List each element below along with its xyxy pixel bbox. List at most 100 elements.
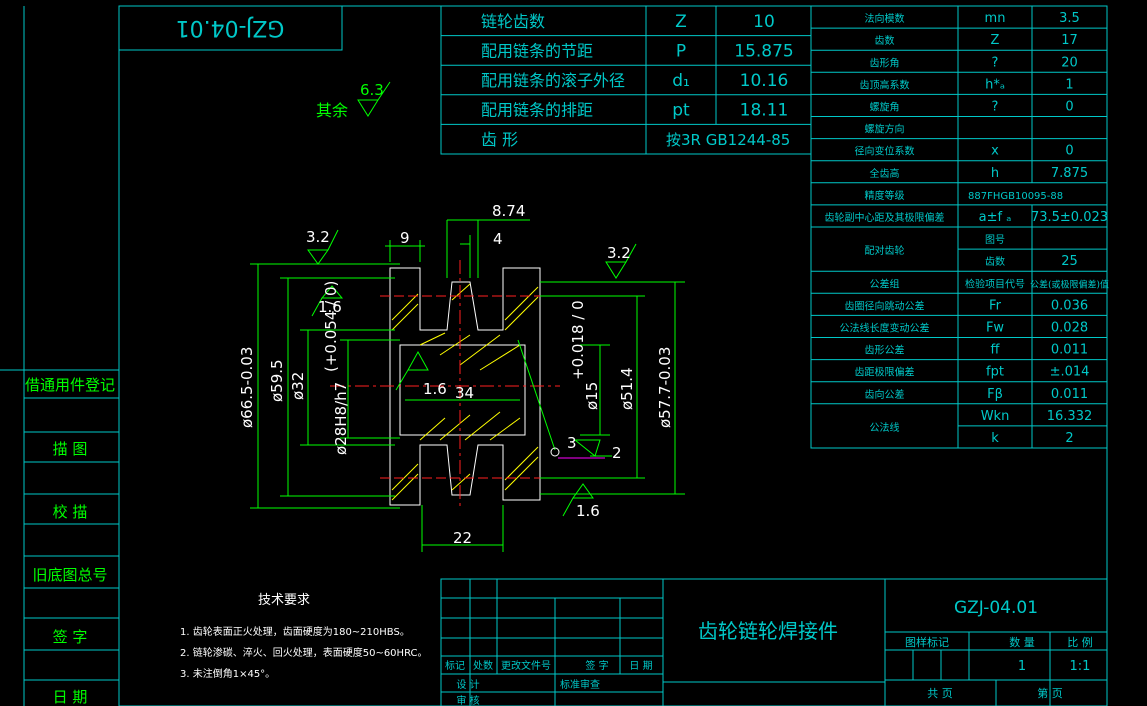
dim-text: 22 bbox=[453, 529, 472, 547]
gear-param-name: 齿形公差 bbox=[865, 344, 905, 357]
sprocket-param-name: 配用链条的排距 bbox=[481, 101, 593, 120]
gear-param-sym: 齿数 bbox=[985, 255, 1005, 268]
tb-qty: 1 bbox=[1018, 659, 1026, 674]
dimension-lines bbox=[250, 219, 685, 552]
tb-row: 审 核 bbox=[456, 694, 479, 706]
gear-param-sym: 图号 bbox=[985, 234, 1005, 246]
gear-param-name: 齿距极限偏差 bbox=[855, 366, 915, 379]
gear-param-name: 配对齿轮 bbox=[865, 244, 905, 257]
dim-text: +0.018 / 0 bbox=[569, 300, 587, 380]
gear-param-name: 精度等级 bbox=[865, 189, 905, 202]
dim-text: ø32 bbox=[289, 372, 307, 400]
gear-param-val: 16.332 bbox=[1047, 409, 1093, 424]
sprocket-param-name: 链轮齿数 bbox=[481, 12, 545, 31]
tb-row: 标准审查 bbox=[560, 678, 600, 691]
dimension-texts: 8.74 9 4 34 22 3.2 3.2 1.6 1.6 1.6 3 2 ø… bbox=[238, 202, 674, 547]
tb-header: 签 字 bbox=[585, 659, 608, 672]
gear-param-sym: Wkn bbox=[981, 409, 1010, 424]
gear-param-val: 20 bbox=[1061, 55, 1078, 70]
gear-param-val: 0 bbox=[1065, 144, 1073, 159]
gear-param-sym: a±f ₐ bbox=[979, 210, 1012, 225]
tb-col: 图样标记 bbox=[905, 635, 949, 649]
gear-param-val: 0.011 bbox=[1051, 387, 1088, 402]
gear-param-val: 25 bbox=[1061, 254, 1078, 269]
title-block bbox=[440, 578, 1108, 706]
dim-text: 4 bbox=[493, 230, 503, 248]
gear-param-val: 73.5±0.023 bbox=[1031, 210, 1108, 225]
sprocket-param-name: 配用链条的滚子外径 bbox=[481, 71, 625, 90]
gear-param-val: 0.028 bbox=[1051, 320, 1088, 335]
surface-note-roughness: 6.3 bbox=[360, 81, 384, 99]
sprocket-param-name: 配用链条的节距 bbox=[481, 41, 593, 60]
gear-param-sym: 检验项目代号 bbox=[965, 277, 1025, 290]
dim-text: 9 bbox=[400, 229, 410, 247]
dim-text: ø66.5-0.03 bbox=[238, 347, 256, 428]
gear-param-name: 法向模数 bbox=[865, 12, 905, 25]
gear-param-sym: x bbox=[991, 144, 999, 159]
dim-text: 1.6 bbox=[423, 380, 447, 398]
sprocket-param-sym: d₁ bbox=[672, 71, 690, 91]
gear-param-name: 螺旋方向 bbox=[865, 123, 905, 136]
tech-req-item: 1. 齿轮表面正火处理，齿面硬度为180~210HBS。 bbox=[180, 625, 410, 638]
sprocket-param-sym: pt bbox=[672, 101, 690, 121]
dim-text: 3.2 bbox=[607, 244, 631, 262]
dim-text: 2 bbox=[612, 444, 622, 462]
gear-param-name: 齿向公差 bbox=[865, 388, 905, 401]
gear-param-sym: ff bbox=[991, 343, 1001, 358]
gear-param-name: 齿顶高系数 bbox=[860, 78, 910, 91]
left-panel-label: 描 图 bbox=[53, 440, 88, 458]
sprocket-param-val: 15.875 bbox=[734, 41, 793, 61]
gear-param-sym: ? bbox=[992, 99, 999, 114]
gear-param-sym: Fβ bbox=[987, 387, 1003, 402]
sprocket-param-val: 18.11 bbox=[740, 101, 789, 121]
gear-param-name: 公差组 bbox=[870, 277, 900, 290]
sprocket-param-sym: 按3R GB1244-85 bbox=[666, 131, 790, 149]
sprocket-param-sym: Z bbox=[675, 12, 687, 32]
gear-param-name: 全齿高 bbox=[870, 167, 900, 180]
gear-param-name: 齿形角 bbox=[870, 57, 900, 69]
left-panel-label: 旧底图总号 bbox=[32, 566, 107, 584]
gear-param-name: 径向变位系数 bbox=[855, 145, 915, 158]
gear-param-val: 0.011 bbox=[1051, 343, 1088, 358]
sprocket-param-val: 10.16 bbox=[740, 71, 789, 91]
left-panel-label: 日 期 bbox=[53, 688, 88, 706]
gear-param-val: 公差(或极限偏差)值 bbox=[1030, 278, 1109, 290]
tech-req-title: 技术要求 bbox=[258, 593, 310, 608]
gear-param-name: 齿轮副中心距及其极限偏差 bbox=[825, 211, 945, 224]
tb-header: 更改文件号 bbox=[501, 659, 551, 672]
roughness-symbol bbox=[357, 81, 391, 117]
dim-text: ø15 bbox=[583, 382, 601, 410]
left-panel-label: 签 字 bbox=[53, 628, 88, 646]
gear-param-sym: mn bbox=[985, 11, 1006, 26]
gear-param-name: 公法线 bbox=[870, 421, 900, 434]
left-panel-label: 借通用件登记 bbox=[25, 376, 115, 394]
dim-text: 3.2 bbox=[306, 228, 330, 246]
gear-param-val: 0.036 bbox=[1051, 298, 1088, 313]
gear-param-val: 1 bbox=[1065, 77, 1073, 92]
gear-param-sym: k bbox=[991, 431, 999, 446]
gear-param-sym: Fw bbox=[986, 320, 1004, 335]
dim-text: 1.6 bbox=[576, 502, 600, 520]
tb-header: 标记 bbox=[445, 660, 465, 672]
gear-param-val: 2 bbox=[1065, 431, 1073, 446]
dim-text: 1.6 bbox=[318, 298, 342, 316]
dim-text: 34 bbox=[455, 384, 474, 402]
sprocket-param-name: 齿 形 bbox=[481, 130, 518, 149]
tech-req-item: 3. 未注倒角1×45°。 bbox=[180, 667, 275, 680]
gear-param-val: ±.014 bbox=[1050, 365, 1090, 380]
gear-param-name: 齿数 bbox=[875, 34, 895, 47]
gear-param-sym: fpt bbox=[986, 365, 1004, 380]
part-section bbox=[330, 260, 560, 510]
gear-param-sym: 887FHGB10095-88 bbox=[968, 191, 1063, 202]
dim-text: ø28H8/h7 bbox=[332, 382, 350, 455]
tb-col: 比 例 bbox=[1067, 635, 1093, 649]
tb-sheet: 第 页 bbox=[1037, 686, 1063, 700]
gear-param-val: 17 bbox=[1061, 33, 1078, 48]
tech-req-item: 2. 链轮渗碳、淬火、回火处理，表面硬度50~60HRC。 bbox=[180, 646, 428, 659]
dim-text: (+0.054 / 0) bbox=[322, 281, 340, 372]
gear-param-sym: h*ₐ bbox=[985, 77, 1005, 92]
gear-param-name: 公法线长度变动公差 bbox=[840, 321, 930, 334]
left-panel-label: 校 描 bbox=[53, 503, 88, 521]
